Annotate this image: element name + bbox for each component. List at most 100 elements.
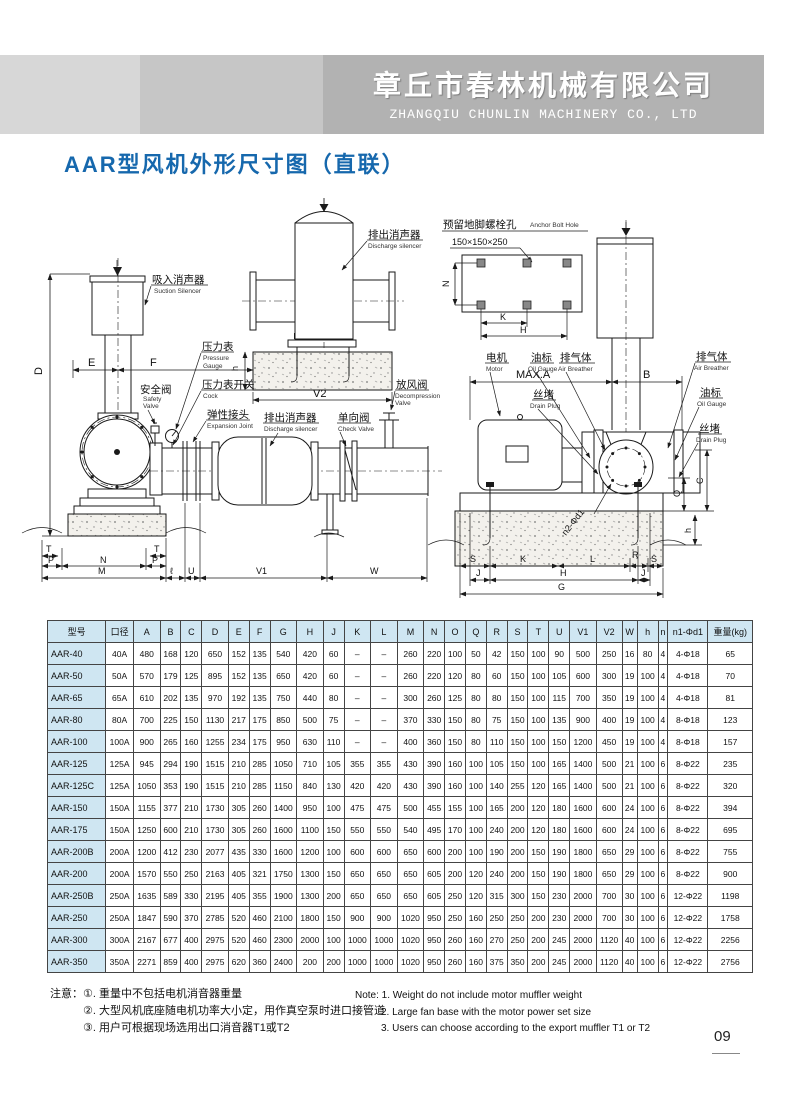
value-cell: 265	[159, 730, 182, 753]
dim-G: G	[558, 582, 565, 592]
value-cell: 330	[180, 884, 203, 907]
value-cell: 1020	[396, 928, 425, 951]
value-cell: 260	[444, 928, 466, 951]
value-cell: 80A	[105, 708, 134, 731]
value-cell: 115	[548, 686, 571, 709]
value-cell: 950	[423, 928, 446, 951]
value-cell: 168	[159, 642, 182, 665]
oil-gauge-label-en: Oil Gauge	[528, 366, 558, 373]
column-header: K	[343, 620, 372, 643]
value-cell: 19	[621, 664, 638, 687]
value-cell: 750	[269, 686, 298, 709]
left-view: D E F	[21, 258, 442, 582]
value-cell: 150A	[105, 796, 134, 819]
value-cell: 250A	[105, 906, 134, 929]
value-cell: 120	[444, 664, 466, 687]
value-cell: 1600	[569, 818, 597, 841]
value-cell: 650	[269, 664, 298, 687]
pressure-gauge-label-en2: Gauge	[203, 363, 223, 370]
model-cell: AAR-250	[46, 906, 107, 929]
value-cell: 400	[595, 708, 623, 731]
value-cell: 455	[423, 796, 446, 819]
value-cell: 2000	[569, 950, 597, 973]
value-cell: –	[343, 642, 372, 665]
motor-label-cn: 电机	[486, 351, 507, 364]
value-cell: 40	[621, 950, 638, 973]
discharge-silencer-label-cn: 排出消声器	[264, 411, 317, 424]
value-cell: 6	[657, 774, 669, 797]
value-cell: 1400	[569, 752, 597, 775]
value-cell: 4	[657, 708, 669, 731]
value-cell: 970	[201, 686, 229, 709]
value-cell: 100	[636, 928, 659, 951]
note-line-cn: ①. 重量中不包括电机消音器重量	[83, 988, 242, 1000]
value-cell: 1570	[132, 862, 161, 885]
value-cell: 540	[396, 818, 425, 841]
value-cell: 1758	[707, 906, 753, 929]
value-cell: 700	[595, 884, 623, 907]
value-cell: 394	[707, 796, 753, 819]
column-header: 口径	[105, 620, 134, 643]
value-cell: 500	[595, 774, 623, 797]
value-cell: 1600	[269, 840, 298, 863]
value-cell: 755	[707, 840, 753, 863]
value-cell: 179	[159, 664, 182, 687]
value-cell: 900	[132, 730, 161, 753]
model-cell: AAR-125	[46, 752, 107, 775]
value-cell: 350A	[105, 950, 134, 973]
page-title: AAR型风机外形尺寸图（直联）	[64, 152, 406, 177]
value-cell: 1400	[569, 774, 597, 797]
value-cell: 150	[322, 906, 345, 929]
column-header: H	[296, 620, 324, 643]
dim-W: W	[370, 566, 379, 576]
value-cell: 605	[423, 884, 446, 907]
safety-valve-label-en2: Valve	[143, 403, 159, 410]
dim-l: ℓ	[170, 566, 174, 576]
value-cell: 460	[248, 928, 271, 951]
value-cell: 260	[423, 686, 446, 709]
value-cell: 590	[159, 906, 182, 929]
dim-K-plan: K	[500, 312, 506, 322]
value-cell: 12-Φ22	[667, 884, 709, 907]
value-cell: 135	[548, 708, 571, 731]
value-cell: 245	[548, 950, 571, 973]
check-valve-label-en: Check Valve	[338, 426, 374, 433]
value-cell: 75	[322, 708, 345, 731]
dim-S-right: S	[651, 554, 657, 564]
value-cell: 100	[322, 840, 345, 863]
column-header: T	[527, 620, 550, 643]
value-cell: 1635	[132, 884, 161, 907]
value-cell: 190	[548, 862, 571, 885]
value-cell: –	[370, 642, 398, 665]
value-cell: 400	[180, 928, 203, 951]
value-cell: 120	[527, 796, 550, 819]
value-cell: 100	[636, 664, 659, 687]
value-cell: 100	[527, 642, 550, 665]
value-cell: 200A	[105, 862, 134, 885]
company-name-en: ZHANGQIU CHUNLIN MACHINERY CO., LTD	[389, 107, 698, 122]
decompression-valve-label-en1: Decompression	[395, 393, 441, 400]
value-cell: 160	[464, 928, 487, 951]
banner-segment-light	[0, 55, 140, 134]
air-breather2-label-cn: 排气体	[696, 350, 728, 363]
value-cell: 600	[595, 818, 623, 841]
value-cell: 550	[370, 818, 398, 841]
value-cell: 50	[464, 642, 487, 665]
column-header: O	[444, 620, 466, 643]
dim-H-side: H	[560, 568, 567, 578]
value-cell: 6	[657, 906, 669, 929]
value-cell: 125A	[105, 774, 134, 797]
value-cell: 125A	[105, 752, 134, 775]
value-cell: 1200	[569, 730, 597, 753]
value-cell: 1900	[269, 884, 298, 907]
value-cell: 355	[248, 884, 271, 907]
